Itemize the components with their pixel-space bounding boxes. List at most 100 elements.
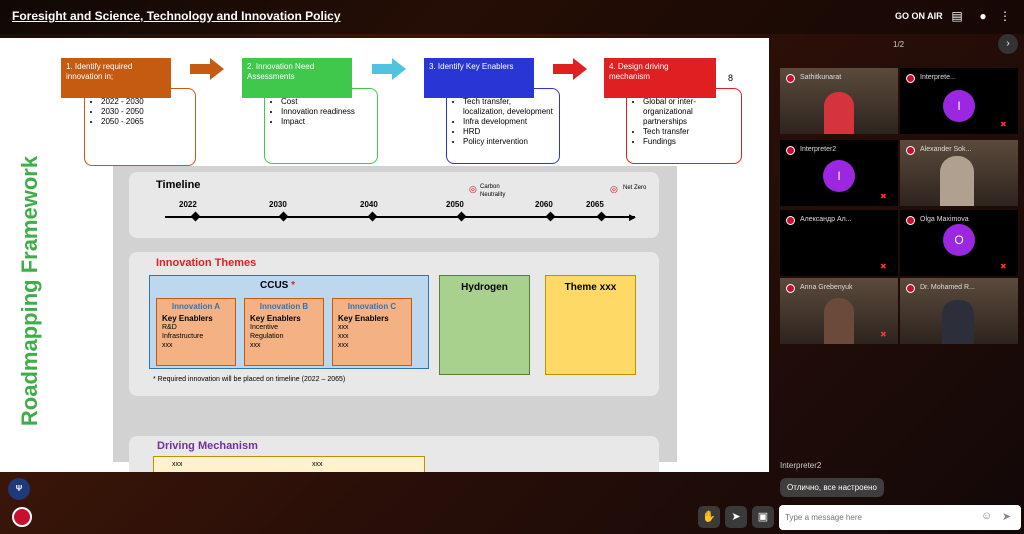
logo-icon: Ψ xyxy=(8,478,30,500)
innovation-c: Innovation C Key Enablers xxx xxx xxx xyxy=(332,298,412,366)
top-bar xyxy=(0,0,1024,34)
chat-icon[interactable]: ▤ xyxy=(951,9,963,23)
flag-icon xyxy=(786,284,795,293)
pointer-icon[interactable]: ➤ xyxy=(725,506,747,528)
participant-name: Dr. Mohamed R... xyxy=(920,284,975,291)
timeline-ticks: 2022 2030 2040 2050 2060 2065 xyxy=(179,200,679,224)
timeline-line xyxy=(165,216,635,218)
step-3-list: Tech transfer, localization, development… xyxy=(446,88,560,164)
key-enablers-label: Key Enablers xyxy=(250,314,301,323)
participant-name: Olga Maximova xyxy=(920,216,969,223)
mic-muted-icon: ✖ xyxy=(880,192,887,201)
participant-tile[interactable]: Sathitkunarat xyxy=(780,68,898,134)
list-item: 2030 - 2050 xyxy=(101,107,189,117)
step-2-list: CostInnovation readinessImpact xyxy=(264,88,378,164)
list-item: xxx xyxy=(338,324,349,331)
participant-tile[interactable]: Dr. Mohamed R... xyxy=(900,278,1018,344)
arrow-icon xyxy=(573,58,587,80)
next-page-button[interactable]: › xyxy=(998,34,1018,54)
chat-input[interactable] xyxy=(785,509,975,526)
flag-icon xyxy=(906,216,915,225)
list-item: xxx xyxy=(172,461,183,468)
list-item: xxx xyxy=(312,471,323,472)
flag-icon xyxy=(906,146,915,155)
flag-icon xyxy=(786,216,795,225)
list-item: Cost xyxy=(281,97,371,107)
timeline-label: Timeline xyxy=(156,179,201,191)
page-indicator: 1/2 xyxy=(893,40,905,49)
participant-name: Interpreter2 xyxy=(800,146,837,153)
tick xyxy=(367,211,378,222)
step-1-title: 1. Identify required innovation in; xyxy=(61,58,171,98)
list-item: R&D xyxy=(162,324,177,331)
step-4-list: Global or inter-organizational partnersh… xyxy=(626,88,742,164)
participant-tile[interactable]: Alexander Sok... xyxy=(900,140,1018,206)
hydrogen-box: Hydrogen xyxy=(439,275,530,375)
arrow-icon xyxy=(392,58,406,80)
emoji-icon[interactable]: ☺ xyxy=(981,510,993,522)
participant-name: Александр Ал... xyxy=(800,216,852,223)
target-icon: ◎ xyxy=(469,184,477,194)
driving-mechanism-list: xxx xxx xxx xxx xyxy=(153,456,425,472)
list-item: xxx xyxy=(250,342,261,349)
list-item: xxx xyxy=(172,471,183,472)
avatar: I xyxy=(943,90,975,122)
innovation-name: Innovation A xyxy=(171,302,221,311)
raise-hand-icon[interactable]: ✋ xyxy=(698,506,720,528)
tick-label: 2065 xyxy=(586,200,604,209)
tick xyxy=(278,211,289,222)
person-icon xyxy=(824,92,854,134)
list-item: Impact xyxy=(281,117,371,127)
list-item: Infra development xyxy=(463,117,553,127)
innovation-name: Innovation B xyxy=(259,302,309,311)
participant-tile[interactable]: Interprete... I ✖ xyxy=(900,68,1018,134)
step-2-title: 2. Innovation Need Assessments xyxy=(242,58,352,98)
arrow-right-icon: ▶ xyxy=(629,212,636,222)
tick xyxy=(545,211,556,222)
avatar: O xyxy=(943,224,975,256)
list-item: Tech transfer xyxy=(643,127,735,137)
arrow-icon xyxy=(210,58,224,80)
user-icon[interactable]: ● xyxy=(979,9,987,23)
tick-label: 2030 xyxy=(269,200,287,209)
list-item: xxx xyxy=(312,461,323,468)
participant-name: Alexander Sok... xyxy=(920,146,972,153)
timeline-box: Timeline ◎ Carbon Neutrality ◎ Net Zero … xyxy=(129,172,659,238)
participant-tile[interactable]: Anna Grebenyuk ✖ xyxy=(780,278,898,344)
list-item: xxx xyxy=(338,333,349,340)
go-on-air-button[interactable]: GO ON AIR xyxy=(895,11,943,21)
flag-icon xyxy=(906,74,915,83)
participant-tile[interactable]: Interpreter2 I ✖ xyxy=(780,140,898,206)
flag-icon xyxy=(786,74,795,83)
slide-vertical-title: Roadmapping Framework xyxy=(17,155,42,427)
innovation-name: Innovation C xyxy=(347,302,397,311)
innovation-themes-box: Innovation Themes CCUS * Innovation A Ke… xyxy=(129,252,659,396)
list-item: Tech transfer, localization, development xyxy=(463,97,553,117)
tick-label: 2060 xyxy=(535,200,553,209)
mic-muted-icon: ✖ xyxy=(1000,120,1007,129)
screen-share-icon[interactable]: ▣ xyxy=(752,506,774,528)
step-arrow xyxy=(190,64,212,74)
language-flag-icon[interactable] xyxy=(12,507,32,527)
innovation-b: Innovation B Key Enablers Incentive Regu… xyxy=(244,298,324,366)
send-icon[interactable]: ➤ xyxy=(1002,511,1012,523)
person-icon xyxy=(942,300,974,344)
footnote: * Required innovation will be placed on … xyxy=(153,376,346,383)
participant-name: Interprete... xyxy=(920,74,956,81)
flag-icon xyxy=(786,146,795,155)
tick-label: 2050 xyxy=(446,200,464,209)
list-item: HRD xyxy=(463,127,553,137)
participant-tile[interactable]: Olga Maximova O ✖ xyxy=(900,210,1018,276)
mic-muted-icon: ✖ xyxy=(1000,262,1007,271)
avatar: I xyxy=(823,160,855,192)
participant-name: Sathitkunarat xyxy=(800,74,842,81)
list-item: xxx xyxy=(162,342,173,349)
net-zero-label: Net Zero xyxy=(623,185,647,191)
target-icon: ◎ xyxy=(610,184,618,194)
key-enablers-label: Key Enablers xyxy=(162,314,213,323)
roadmap-panel: Timeline ◎ Carbon Neutrality ◎ Net Zero … xyxy=(113,166,677,472)
list-item: Policy intervention xyxy=(463,137,553,147)
list-item: Global or inter-organizational partnersh… xyxy=(643,97,735,127)
participant-tile[interactable]: Александр Ал... ✖ xyxy=(780,210,898,276)
more-icon[interactable]: ⋮ xyxy=(999,9,1011,23)
